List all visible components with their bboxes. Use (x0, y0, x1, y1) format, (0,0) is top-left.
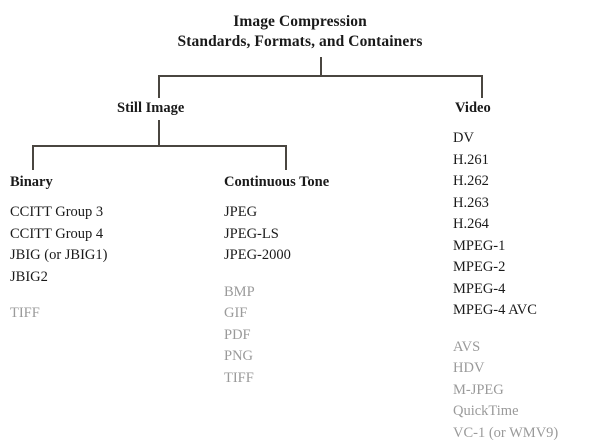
list-item: QuickTime (453, 403, 519, 419)
list-item: BMP (224, 283, 255, 300)
connector-still-image-stem (158, 120, 160, 146)
connector-video-drop (481, 75, 483, 98)
list-item: JBIG (or JBIG1) (10, 247, 108, 263)
connector-level2-bar (32, 145, 287, 147)
diagram-title: Image Compression Standards, Formats, an… (0, 12, 600, 52)
list-group-separator (453, 322, 558, 337)
diagram-title-line-1: Image Compression (233, 13, 367, 30)
list-item: HDV (453, 360, 485, 376)
column-heading-continuous-tone: Continuous Tone (224, 174, 330, 190)
branch-label-video: Video (455, 100, 491, 116)
list-item: TIFF (224, 369, 254, 386)
column-continuous-tone: Continuous Tone JPEG JPEG-LS JPEG-2000 B… (224, 172, 329, 389)
list-group-separator (10, 288, 107, 303)
list-item: JPEG-2000 (224, 247, 291, 263)
connector-title-stem (320, 57, 322, 76)
list-item: CCITT Group 3 (10, 204, 104, 220)
list-item: H.263 (453, 194, 489, 211)
column-video: DV H.261 H.262 H.263 H.264 MPEG-1 MPEG-2… (453, 128, 558, 440)
list-item: MPEG-1 (453, 237, 506, 254)
list-item: PNG (224, 348, 254, 364)
connector-continuous-tone-drop (285, 145, 287, 170)
branch-label-still-image: Still Image (117, 100, 185, 116)
column-binary: Binary CCITT Group 3 CCITT Group 4 JBIG … (10, 172, 107, 325)
list-item: DV (453, 130, 474, 146)
list-item: JPEG-LS (224, 225, 279, 242)
list-item: H.264 (453, 216, 489, 232)
list-item: CCITT Group 4 (10, 225, 104, 242)
list-item: TIFF (10, 305, 40, 321)
column-heading-binary: Binary (10, 174, 53, 190)
list-item: M-JPEG (453, 381, 504, 398)
connector-binary-drop (32, 145, 34, 170)
list-item: VC-1 (or WMV9) (453, 424, 559, 440)
list-item: AVS (453, 338, 481, 355)
list-item: MPEG-4 AVC (453, 302, 537, 318)
list-item: JPEG (224, 204, 258, 220)
list-item: H.262 (453, 173, 489, 189)
list-item: GIF (224, 305, 248, 321)
list-item: MPEG-4 (453, 280, 506, 297)
diagram-title-line-2: Standards, Formats, and Containers (177, 33, 423, 50)
list-item: MPEG-2 (453, 259, 506, 275)
list-group-separator (224, 267, 329, 282)
list-item: JBIG2 (10, 268, 48, 285)
connector-level1-bar (158, 75, 483, 77)
connector-still-image-drop (158, 75, 160, 98)
list-item: H.261 (453, 151, 489, 168)
list-item: PDF (224, 326, 251, 343)
